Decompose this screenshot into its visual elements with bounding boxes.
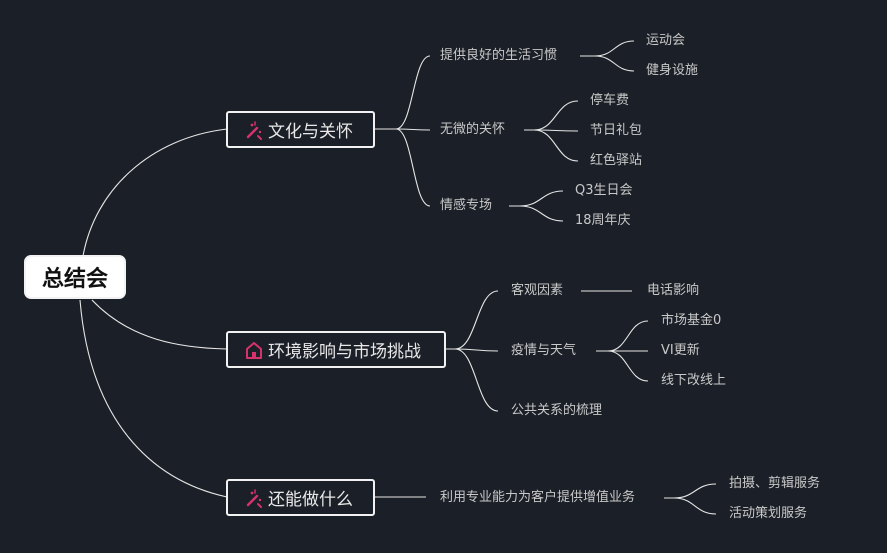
topic-emotion-special[interactable]: 情感专场 <box>440 198 493 213</box>
topic-epidemic-weather[interactable]: 疫情与天气 <box>511 343 577 358</box>
topic-good-habits[interactable]: 提供良好的生活习惯 <box>440 48 558 63</box>
connector-topic-subtopic <box>524 100 579 131</box>
connector-topic-subtopic <box>596 320 649 352</box>
root-topic-label: 总结会 <box>41 267 108 292</box>
connector-root-branch <box>82 128 228 257</box>
connector-root-branch <box>79 299 228 498</box>
subtopic-red-station[interactable]: 红色驿站 <box>590 153 643 168</box>
subtopic-18th-anniversary[interactable]: 18周年庆 <box>575 213 631 228</box>
subtopic-q3-birthday[interactable]: Q3生日会 <box>575 183 633 198</box>
subtopic-parking[interactable]: 停车费 <box>590 93 630 108</box>
connector-branch-topic <box>445 348 499 412</box>
subtopic-market-fund[interactable]: 市场基金0 <box>661 313 722 328</box>
connector-topic-subtopic <box>509 190 564 207</box>
branch-label: 环境影响与市场挑战 <box>268 342 421 362</box>
subtopic-sports-meet[interactable]: 运动会 <box>646 33 686 48</box>
home-icon <box>246 341 262 359</box>
subtopic-holiday-gift[interactable]: 节日礼包 <box>590 123 643 138</box>
connector-topic-subtopic <box>664 497 717 515</box>
subtopic-fitness[interactable]: 健身设施 <box>646 63 699 78</box>
connector-root-branch <box>91 299 228 350</box>
subtopic-shooting-editing[interactable]: 拍摄、剪辑服务 <box>729 476 821 491</box>
subtopic-vi-update[interactable]: VI更新 <box>661 343 700 358</box>
branch-label: 还能做什么 <box>268 490 353 510</box>
root-topic[interactable]: 总结会 <box>24 255 126 299</box>
magic-wand-icon <box>246 120 262 140</box>
branch-culture-care[interactable]: 文化与关怀 <box>226 111 375 148</box>
topic-objective-factors[interactable]: 客观因素 <box>511 283 564 298</box>
topic-value-added[interactable]: 利用专业能力为客户提供增值业务 <box>440 490 636 505</box>
connector-topic-subtopic <box>524 129 579 162</box>
topic-careful-care[interactable]: 无微的关怀 <box>440 122 506 137</box>
branch-environment-market[interactable]: 环境影响与市场挑战 <box>226 331 446 368</box>
branch-label: 文化与关怀 <box>268 122 353 142</box>
connector-topic-subtopic <box>580 55 635 72</box>
connector-topic-subtopic <box>596 350 649 382</box>
connector-topic-subtopic <box>509 205 564 222</box>
connector-branch-topic <box>445 290 499 350</box>
subtopic-phone-impact[interactable]: 电话影响 <box>647 283 700 298</box>
magic-wand-icon <box>246 488 262 508</box>
branch-what-else[interactable]: 还能做什么 <box>226 479 375 516</box>
connector-topic-subtopic <box>664 483 717 499</box>
connector-branch-topic <box>374 128 431 207</box>
connector-topic-subtopic <box>580 40 635 57</box>
topic-public-relations[interactable]: 公共关系的梳理 <box>511 403 603 418</box>
subtopic-event-planning[interactable]: 活动策划服务 <box>729 506 808 521</box>
subtopic-offline-online[interactable]: 线下改线上 <box>661 373 727 388</box>
connector-branch-topic <box>374 55 431 130</box>
